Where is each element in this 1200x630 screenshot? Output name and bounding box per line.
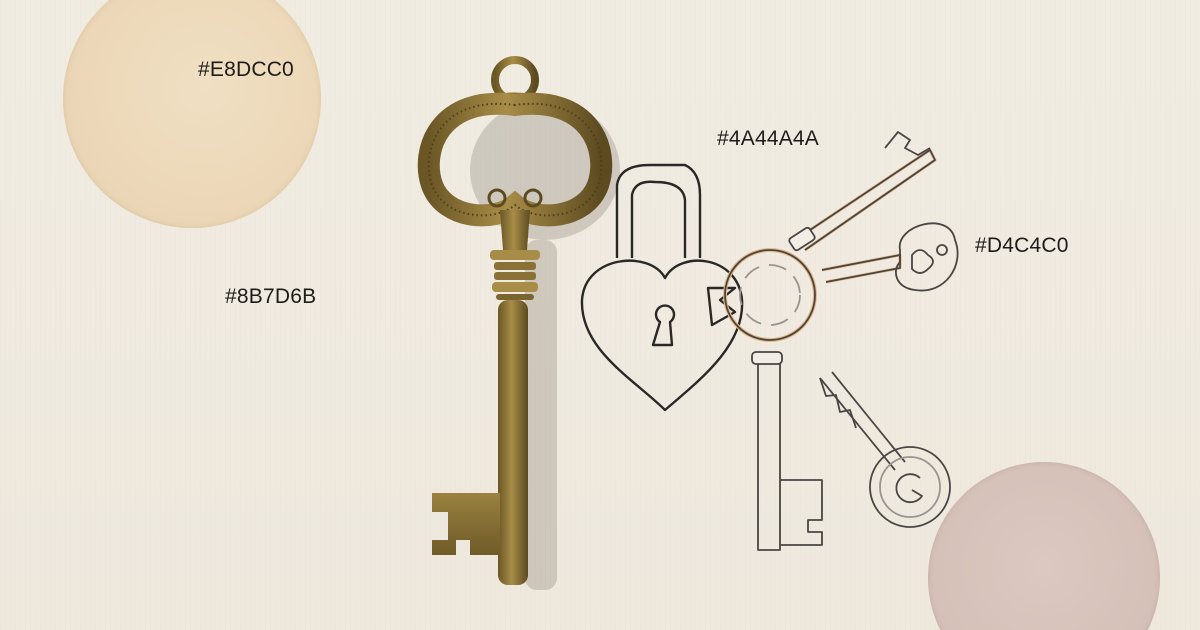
swatch-label-mauve: #D4C4C0 xyxy=(975,234,1069,257)
heart-padlock-icon xyxy=(580,163,744,412)
swatch-label-charcoal: #4A44A4A xyxy=(717,127,820,150)
swatch-label-bronze: #8B7D6B xyxy=(225,285,317,308)
swatch-label-beige: #E8DCC0 xyxy=(198,58,294,81)
clover-key-sketch-icon xyxy=(821,222,959,292)
brass-key-icon xyxy=(417,56,613,585)
sketch-keys-group xyxy=(723,131,959,551)
skeleton-key-sketch-icon xyxy=(723,248,823,551)
beige-watercolor-swatch xyxy=(63,0,321,228)
bent-key-sketch-icon xyxy=(819,371,951,528)
long-key-sketch-icon xyxy=(788,131,937,252)
